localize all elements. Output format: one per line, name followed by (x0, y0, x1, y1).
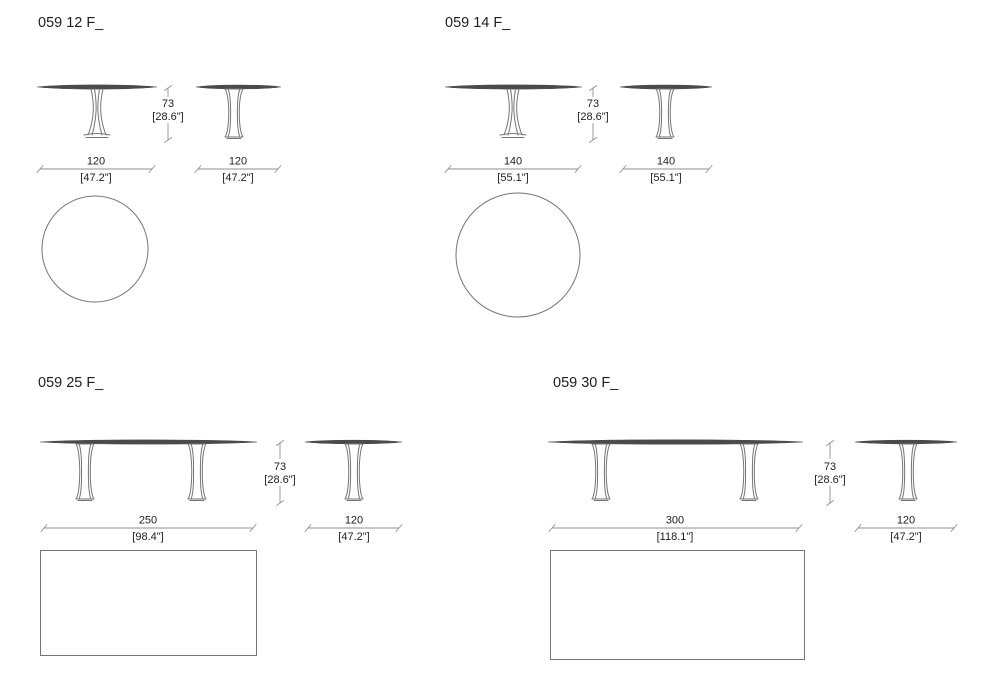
table-leg (739, 443, 759, 501)
model-block-059-14: 059 14 F_ 73 [28.6"] 140 [55.1"] 140 [55… (444, 15, 713, 318)
model-block-059-30: 059 30 F_ 73 [28.6"] 300 [118.1"] 120 [4… (547, 375, 958, 660)
height-inches: [28.6"] (152, 111, 183, 123)
width-inches: [98.4"] (132, 531, 163, 543)
table-leg (75, 443, 95, 501)
pedestal-leg (83, 88, 111, 138)
side-elevation (304, 439, 403, 501)
width-value: 300 (666, 515, 684, 527)
table-leg (187, 443, 207, 501)
width-value: 140 (504, 156, 522, 168)
front-elevation (39, 439, 258, 501)
dimension-line (619, 165, 713, 173)
width-inches: [47.2"] (338, 531, 369, 543)
dimension-line (194, 165, 282, 173)
pedestal-leg (499, 88, 527, 138)
width-inches: [47.2"] (80, 172, 111, 184)
table-leg (898, 443, 918, 501)
width-inches: [118.1"] (657, 531, 694, 543)
tabletop (195, 84, 282, 90)
height-inches: [28.6"] (264, 474, 295, 486)
side-width-dimension: 120 [47.2"] (854, 515, 958, 543)
front-width-dimension: 120 [47.2"] (36, 156, 156, 184)
model-title: 059 25 F_ (38, 375, 104, 391)
pedestal-leg (655, 88, 675, 139)
tabletop (444, 84, 583, 90)
height-dimension: 73 [28.6"] (152, 85, 184, 143)
height-value: 73 (162, 98, 174, 110)
width-inches: [47.2"] (222, 172, 253, 184)
model-block-059-25: 059 25 F_ 73 [28.6"] 250 [98.4"] 120 [47… (38, 375, 403, 656)
front-width-dimension: 140 [55.1"] (444, 156, 582, 184)
model-title: 059 30 F_ (553, 375, 619, 391)
dimension-line (304, 524, 403, 532)
tabletop (304, 439, 403, 445)
width-inches: [47.2"] (890, 531, 921, 543)
dimension-line (276, 440, 284, 506)
model-title: 059 12 F_ (38, 15, 104, 31)
side-width-dimension: 120 [47.2"] (194, 156, 282, 184)
table-leg (344, 443, 364, 501)
width-value: 120 (87, 156, 105, 168)
width-value: 250 (139, 515, 157, 527)
side-elevation (195, 84, 282, 139)
side-elevation (619, 84, 713, 139)
dimension-line (36, 165, 156, 173)
width-value: 120 (345, 515, 363, 527)
dimension-line (40, 524, 257, 532)
front-elevation (444, 84, 583, 138)
side-elevation (854, 439, 958, 501)
height-dimension: 73 [28.6"] (814, 440, 846, 506)
height-value: 73 (274, 461, 286, 473)
front-elevation (547, 439, 804, 501)
dimension-line (826, 440, 834, 506)
plan-view-rectangle (40, 550, 257, 656)
side-width-dimension: 140 [55.1"] (619, 156, 713, 184)
plan-view-circle (41, 195, 149, 303)
plan-view-circle (455, 192, 581, 318)
dimension-line (164, 85, 172, 143)
dimension-line (589, 85, 597, 143)
width-value: 140 (657, 156, 675, 168)
pedestal-leg (224, 88, 244, 139)
dimension-line (444, 165, 582, 173)
tabletop (39, 439, 258, 445)
dimension-line (548, 524, 803, 532)
height-dimension: 73 [28.6"] (264, 440, 296, 506)
height-dimension: 73 [28.6"] (577, 85, 609, 143)
width-inches: [55.1"] (497, 172, 528, 184)
tabletop (36, 84, 158, 90)
tabletop (854, 439, 958, 445)
width-inches: [55.1"] (650, 172, 681, 184)
model-title: 059 14 F_ (445, 15, 511, 31)
side-width-dimension: 120 [47.2"] (304, 515, 403, 543)
dimension-line (854, 524, 958, 532)
height-inches: [28.6"] (814, 474, 845, 486)
front-elevation (36, 84, 158, 138)
height-value: 73 (824, 461, 836, 473)
model-block-059-12: 059 12 F_ 73 [28.6"] 120 [47.2"] 120 [47… (36, 15, 282, 303)
height-inches: [28.6"] (577, 111, 608, 123)
front-width-dimension: 300 [118.1"] (548, 515, 803, 543)
front-width-dimension: 250 [98.4"] (40, 515, 257, 543)
tabletop (619, 84, 713, 90)
width-value: 120 (229, 156, 247, 168)
table-leg (591, 443, 611, 501)
tabletop (547, 439, 804, 445)
height-value: 73 (587, 98, 599, 110)
width-value: 120 (897, 515, 915, 527)
plan-view-rectangle (550, 550, 805, 660)
